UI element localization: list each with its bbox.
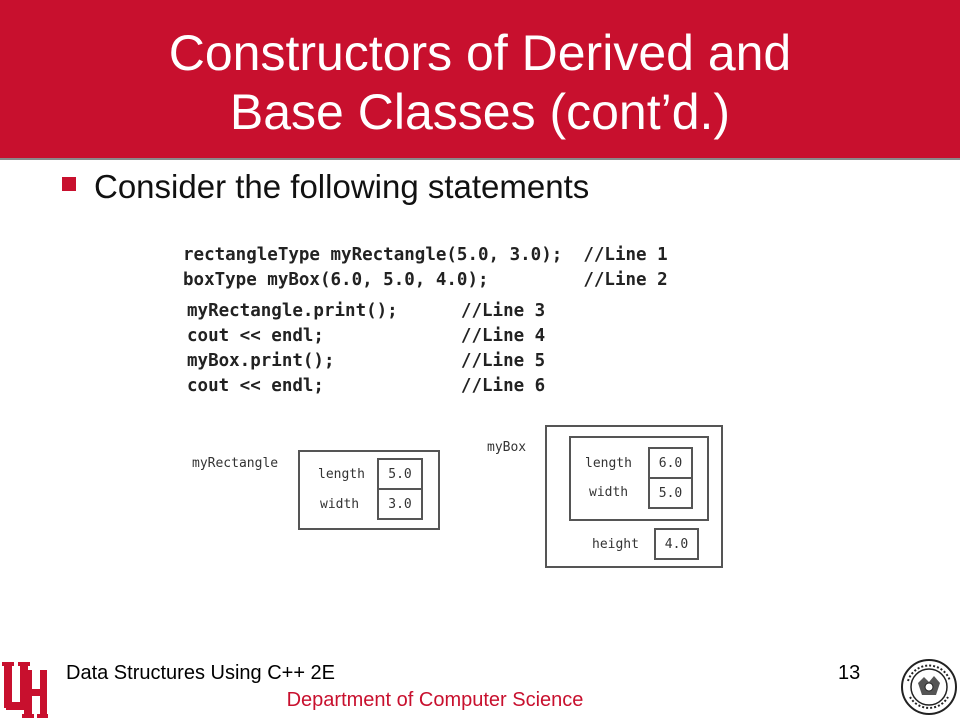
slide-title: Constructors of Derived and Base Classes…: [168, 25, 792, 140]
box-width-label: width: [589, 485, 629, 500]
bullet-text: Consider the following statements: [94, 168, 590, 205]
box-object-label: myBox: [487, 440, 527, 455]
box-height-value: 4.0: [654, 528, 699, 560]
rect-width-value: 3.0: [377, 488, 423, 520]
rect-length-value: 5.0: [377, 458, 423, 490]
footer-course-title: Data Structures Using C++ 2E: [66, 662, 336, 684]
rect-length-label: length: [318, 467, 365, 482]
footer-department: Department of Computer Science: [286, 689, 584, 711]
rect-object-label: myRectangle: [192, 456, 279, 471]
uh-logo-icon: [2, 656, 48, 723]
box-height-label: height: [592, 537, 639, 552]
rect-object-box: [298, 450, 440, 530]
bullet-square-icon: [62, 177, 76, 191]
title-bar: Constructors of Derived and Base Classes…: [0, 0, 960, 160]
box-length-label: length: [585, 456, 632, 471]
rect-width-label: width: [320, 497, 360, 512]
box-length-value: 6.0: [648, 447, 693, 479]
page-number: 13: [838, 662, 861, 684]
university-seal-icon: [900, 657, 958, 722]
box-width-value: 5.0: [648, 477, 693, 509]
box-base-inner: [569, 436, 709, 521]
code-block-declarations: rectangleType myRectangle(5.0, 3.0); //L…: [183, 245, 668, 290]
code-block-statements: myRectangle.print(); //Line 3 cout << en…: [187, 301, 546, 396]
box-object-outer: [545, 425, 723, 568]
